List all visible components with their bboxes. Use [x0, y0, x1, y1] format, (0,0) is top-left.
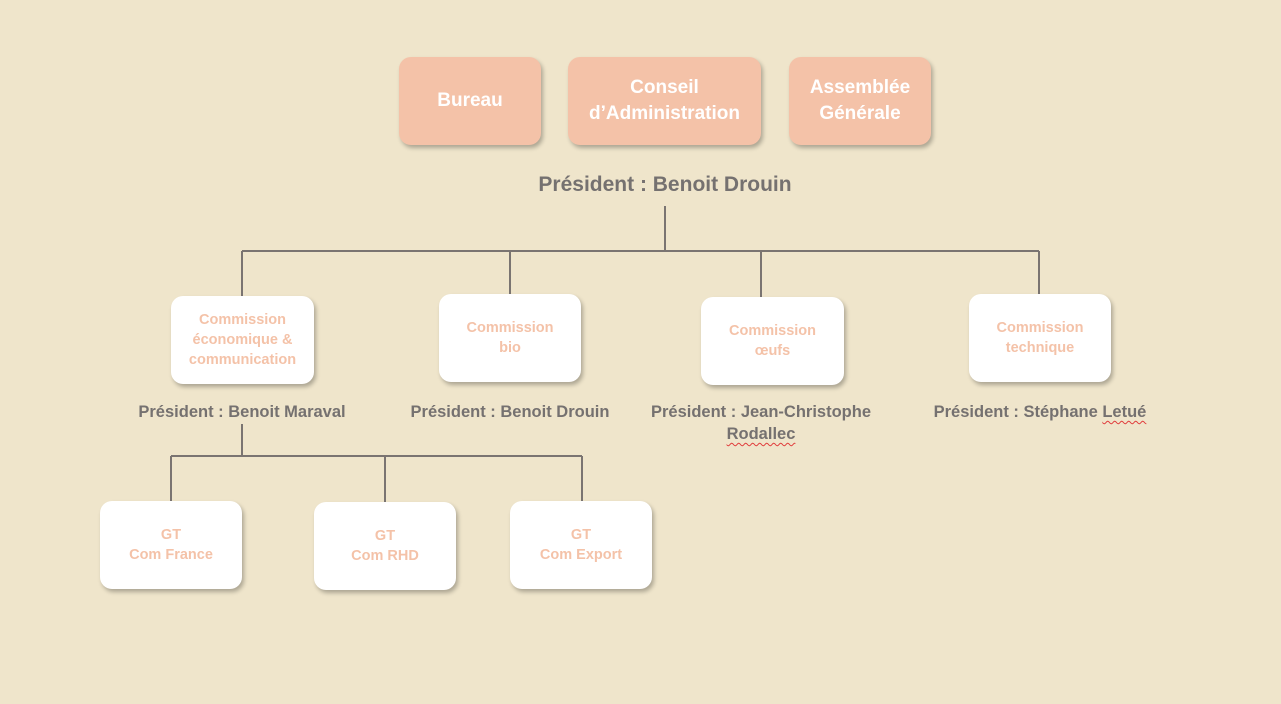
- root-president-label: Président : Benoit Drouin: [538, 173, 792, 196]
- commission-technique-box: Commission technique: [969, 294, 1111, 382]
- president-surname-rodallec: Rodallec: [726, 425, 796, 443]
- bureau-box: Bureau: [399, 57, 541, 145]
- root-connector: [241, 206, 1040, 297]
- president-label-oeufs-line2: Rodallec: [611, 423, 911, 445]
- subgroup-connector: [170, 424, 583, 502]
- president-label-technique: Président : Stéphane Letué: [890, 401, 1190, 423]
- commission-economique-box: Commission économique & communication: [171, 296, 314, 384]
- conseil-administration-box: Conseil d’Administration: [568, 57, 761, 145]
- president-label-bio: Président : Benoit Drouin: [410, 403, 610, 421]
- gt-com-export-box: GT Com Export: [510, 501, 652, 589]
- commission-oeufs-box: Commission œufs: [701, 297, 844, 385]
- president-label-oeufs-line1: Président : Jean-Christophe: [650, 403, 872, 421]
- gt-com-france-box: GT Com France: [100, 501, 242, 589]
- president-label-economique: Président : Benoit Maraval: [138, 403, 346, 421]
- president-label-oeufs: Président : Jean-Christophe Rodallec: [611, 401, 911, 445]
- commission-bio-box: Commission bio: [439, 294, 581, 382]
- president-prefix-technique: Président : Stéphane: [933, 403, 1103, 421]
- gt-com-rhd-box: GT Com RHD: [314, 502, 456, 590]
- president-surname-letue: Letué: [1102, 403, 1147, 421]
- assemblee-generale-box: Assemblée Générale: [789, 57, 931, 145]
